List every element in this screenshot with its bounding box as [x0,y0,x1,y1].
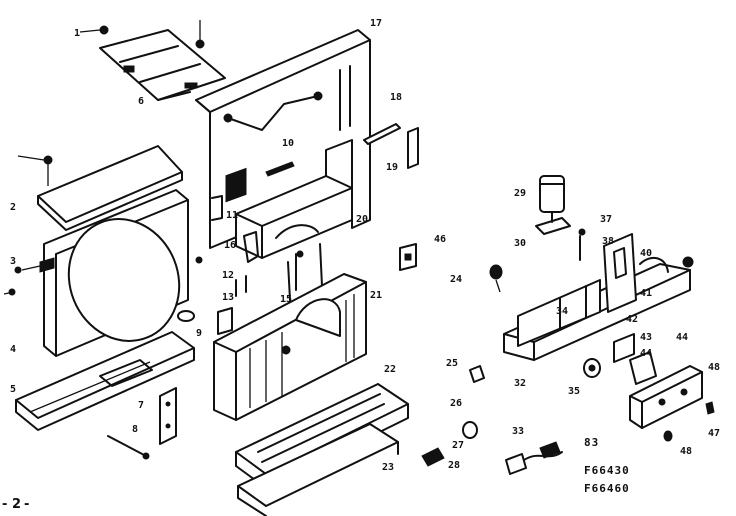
label-2: 2 [10,202,16,213]
label-9: 9 [196,328,202,339]
evaporator-coil-part [213,273,367,421]
label-1: 1 [74,28,80,39]
figure-code: 83 [584,436,599,449]
motor-mount-parts [177,256,247,335]
label-13: 13 [222,292,234,303]
label-16: 16 [224,240,236,251]
control-platform-part [503,228,694,361]
drain-pan-part [235,383,409,489]
label-28: 28 [448,460,460,471]
label-27: 27 [452,440,464,451]
label-34: 34 [556,306,568,317]
label-33: 33 [512,426,524,437]
base-tray-part [237,423,399,516]
label-3: 3 [10,256,16,267]
page-number: 2 [12,497,21,512]
rear-cabinet-part [195,29,371,249]
page-dash-right: - [24,497,29,512]
label-44: 44 [676,332,688,343]
label-20: 20 [356,214,368,225]
label-36: 37 [600,214,612,225]
label-26: 26 [450,398,462,409]
label-40: 41 [640,288,652,299]
label-8: 8 [132,424,138,435]
label-37: 38 [602,236,614,247]
label-25: 25 [446,358,458,369]
label-42: 43 [640,332,652,343]
label-18: 18 [390,92,402,103]
front-shroud-part [3,189,189,357]
top-panel-part [79,20,226,101]
label-17: 17 [370,18,382,29]
shaft-part [107,435,150,460]
label-43: 44 [640,348,652,359]
label-48b: 48 [680,446,692,457]
label-10: 10 [282,138,294,149]
power-cord-part [505,441,563,475]
control-switch-part [399,243,417,271]
top-cover-part [17,145,183,231]
label-29: 29 [514,188,526,199]
label-32: 32 [514,378,526,389]
label-22: 22 [384,364,396,375]
label-41: 42 [626,314,638,325]
label-19: 19 [386,162,398,173]
side-bracket-part [159,387,177,445]
label-24: 24 [450,274,462,285]
capacitor-part [535,175,571,235]
small-fastener-parts [421,264,503,467]
label-47: 47 [708,428,720,439]
label-6: 6 [138,96,144,107]
label-48: 48 [708,362,720,373]
label-15: 15 [280,294,292,305]
fan-motor-housing-part [235,175,353,301]
label-21: 21 [370,290,382,301]
label-7: 7 [138,400,144,411]
model-number-1: F66430 [584,464,630,477]
model-number-2: F66460 [584,482,630,495]
label-11: 11 [226,210,238,221]
label-12: 12 [222,270,234,281]
label-35: 35 [568,386,580,397]
page-dash-left: - [2,497,7,512]
label-30: 30 [514,238,526,249]
control-panel-parts [583,333,715,442]
base-pan-part [15,331,195,431]
label-5: 5 [10,384,16,395]
label-4: 4 [10,344,16,355]
label-46: 46 [434,234,446,245]
bracket-strip-part [265,123,419,177]
label-23: 23 [382,462,394,473]
label-39: 40 [640,248,652,259]
